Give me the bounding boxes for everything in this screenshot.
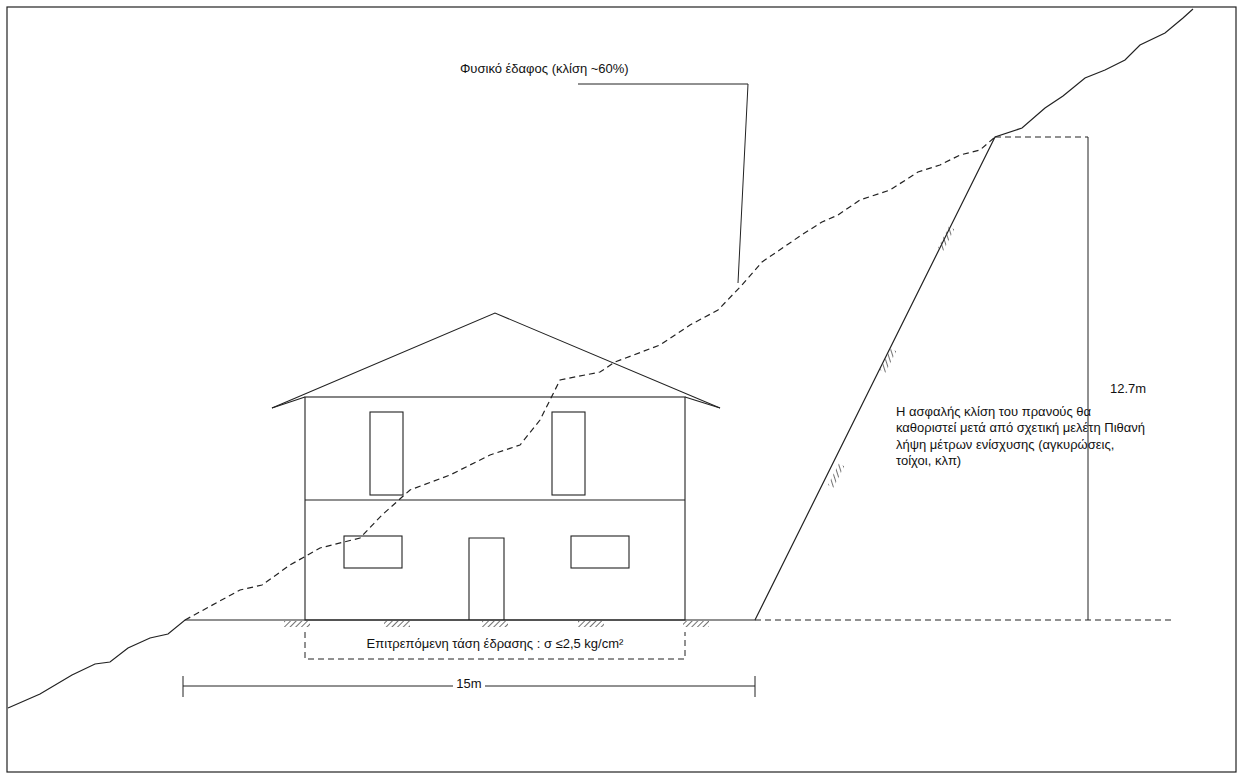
ground-note: Φυσικό έδαφος (κλίση ~60%) — [460, 61, 629, 77]
soil-hatch — [284, 227, 954, 627]
dimension-height — [755, 137, 1175, 620]
ground-line — [8, 9, 1193, 708]
dimension-15m — [183, 676, 755, 697]
dimension-label: 15m — [453, 676, 484, 692]
leader-line — [578, 84, 748, 283]
bearing-bracket — [305, 632, 685, 659]
dimension-label: 12.7m — [1110, 381, 1146, 397]
slope-note: Η ασφαλής κλίση του πρανούς θα καθοριστε… — [896, 404, 1146, 469]
house — [272, 313, 720, 620]
bearing-note: Επιτρεπόμενη τάση έδρασης : σ ≤2,5 kg/cm… — [367, 636, 624, 652]
frame — [7, 7, 1236, 772]
natural-ground — [185, 137, 995, 620]
